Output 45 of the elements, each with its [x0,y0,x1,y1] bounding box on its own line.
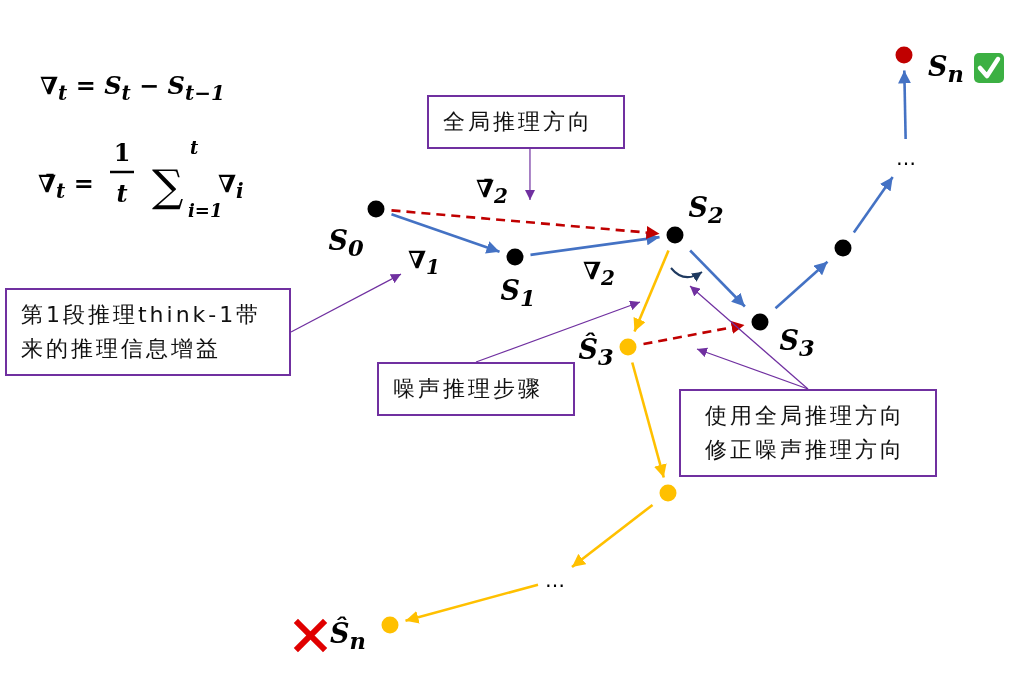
state-label: Ŝ$_{3}$ [578,333,614,371]
arrow [898,70,912,140]
callout-box: 噪声推理步骤 [377,362,575,416]
callout-box: 全局推理方向 [427,95,625,149]
state-label: S$_{n}$ [928,50,964,88]
state-dot [895,46,913,64]
state-dot [619,338,637,356]
formula-text: 1 [113,137,131,167]
state-label: S$_{1}$ [500,274,536,312]
state-label: S$_{0}$ [328,224,364,262]
state-dot [659,484,677,502]
leader-line [475,300,641,363]
state-dot [751,313,769,331]
state-dot [381,616,399,634]
leader-line [696,347,809,390]
state-dot [666,226,684,244]
gradient-label: ∇$_{1}$ [408,245,440,279]
state-label: S$_{3}$ [779,324,815,362]
arrow [643,320,745,346]
arrow [774,260,829,310]
callout-box: 第1段推理think-1带来的推理信息增益 [5,288,291,376]
leader-line [290,273,402,333]
arrow [689,249,746,308]
arrow [852,176,894,234]
state-dot [834,239,852,257]
arrow [571,503,654,568]
arrow [391,209,660,239]
state-dot [367,200,385,218]
state-label: Ŝ$_{n}$ [330,617,366,655]
arrow [631,362,667,478]
state-dot [506,248,524,266]
formula-text: ∇$_{t}$ = S$_{t}$ − S$_{t−1}$ [40,71,225,105]
formula-text: t [116,178,128,208]
formula-text: ∑ [152,159,184,211]
leader-line [525,148,535,201]
formula-text: t [190,136,199,158]
leader-line [689,285,809,390]
ellipsis-text: … [545,568,565,592]
callout-box: 使用全局推理方向修正噪声推理方向 [679,389,937,477]
ellipsis-text: … [896,146,916,170]
arrow [633,250,670,332]
arrow [405,583,539,624]
state-label: S$_{2}$ [688,191,724,229]
arrow [391,213,500,254]
formula-text: ∇̄$_{t}$ = [38,169,94,203]
